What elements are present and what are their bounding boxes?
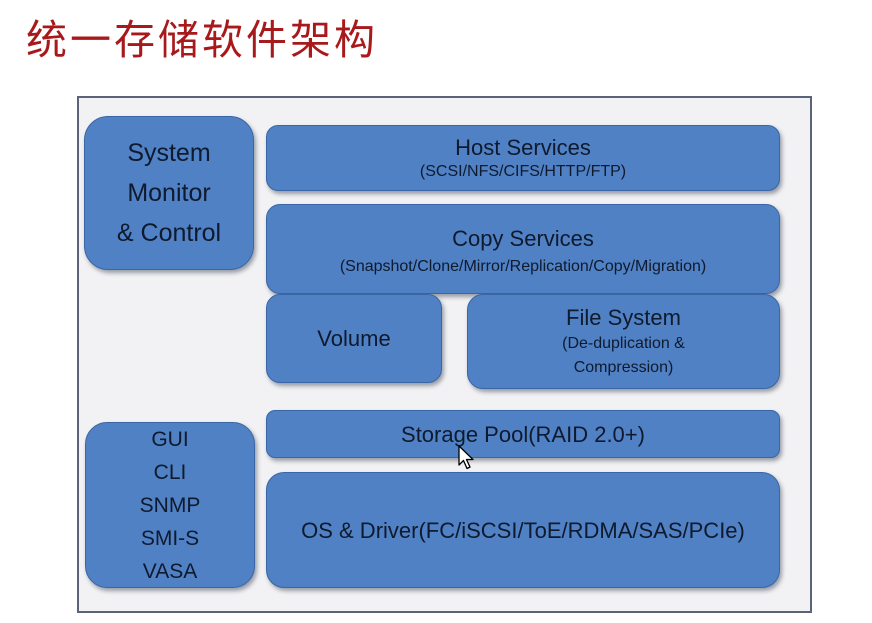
interface-smi-s: SMI-S bbox=[140, 526, 200, 550]
os-driver-box: OS & Driver(FC/iSCSI/ToE/RDMA/SAS/PCIe) bbox=[266, 472, 780, 588]
file-system-box: File System (De-duplication & Compressio… bbox=[467, 294, 780, 389]
storage-pool-title: Storage Pool(RAID 2.0+) bbox=[401, 421, 645, 447]
page-title: 统一存储软件架构 bbox=[26, 16, 378, 64]
interface-cli: CLI bbox=[153, 460, 187, 484]
host-services-subtitle: (SCSI/NFS/CIFS/HTTP/FTP) bbox=[419, 162, 627, 180]
os-driver-title: OS & Driver(FC/iSCSI/ToE/RDMA/SAS/PCIe) bbox=[301, 517, 745, 543]
interface-vasa: VASA bbox=[142, 559, 198, 583]
file-system-subtitle-line-2: Compression) bbox=[573, 359, 674, 376]
interface-snmp: SNMP bbox=[139, 493, 201, 517]
host-services-box: Host Services (SCSI/NFS/CIFS/HTTP/FTP) bbox=[266, 125, 780, 191]
volume-title: Volume bbox=[317, 326, 391, 351]
copy-services-title: Copy Services bbox=[452, 225, 594, 251]
system-monitor-line-3: & Control bbox=[116, 219, 222, 247]
interface-gui: GUI bbox=[151, 427, 189, 451]
management-interfaces-box: GUI CLI SNMP SMI-S VASA bbox=[85, 422, 255, 588]
storage-pool-box: Storage Pool(RAID 2.0+) bbox=[266, 410, 780, 458]
file-system-subtitle-line-1: (De-duplication & bbox=[562, 335, 685, 352]
system-monitor-line-1: System bbox=[127, 139, 211, 167]
copy-services-subtitle: (Snapshot/Clone/Mirror/Replication/Copy/… bbox=[339, 257, 707, 275]
host-services-title: Host Services bbox=[455, 134, 591, 160]
copy-services-box: Copy Services (Snapshot/Clone/Mirror/Rep… bbox=[266, 204, 780, 294]
volume-box: Volume bbox=[266, 294, 442, 383]
system-monitor-line-2: Monitor bbox=[127, 179, 211, 207]
file-system-title: File System bbox=[566, 305, 681, 330]
mouse-cursor-icon bbox=[458, 445, 474, 470]
system-monitor-control-box: System Monitor & Control bbox=[84, 116, 254, 270]
